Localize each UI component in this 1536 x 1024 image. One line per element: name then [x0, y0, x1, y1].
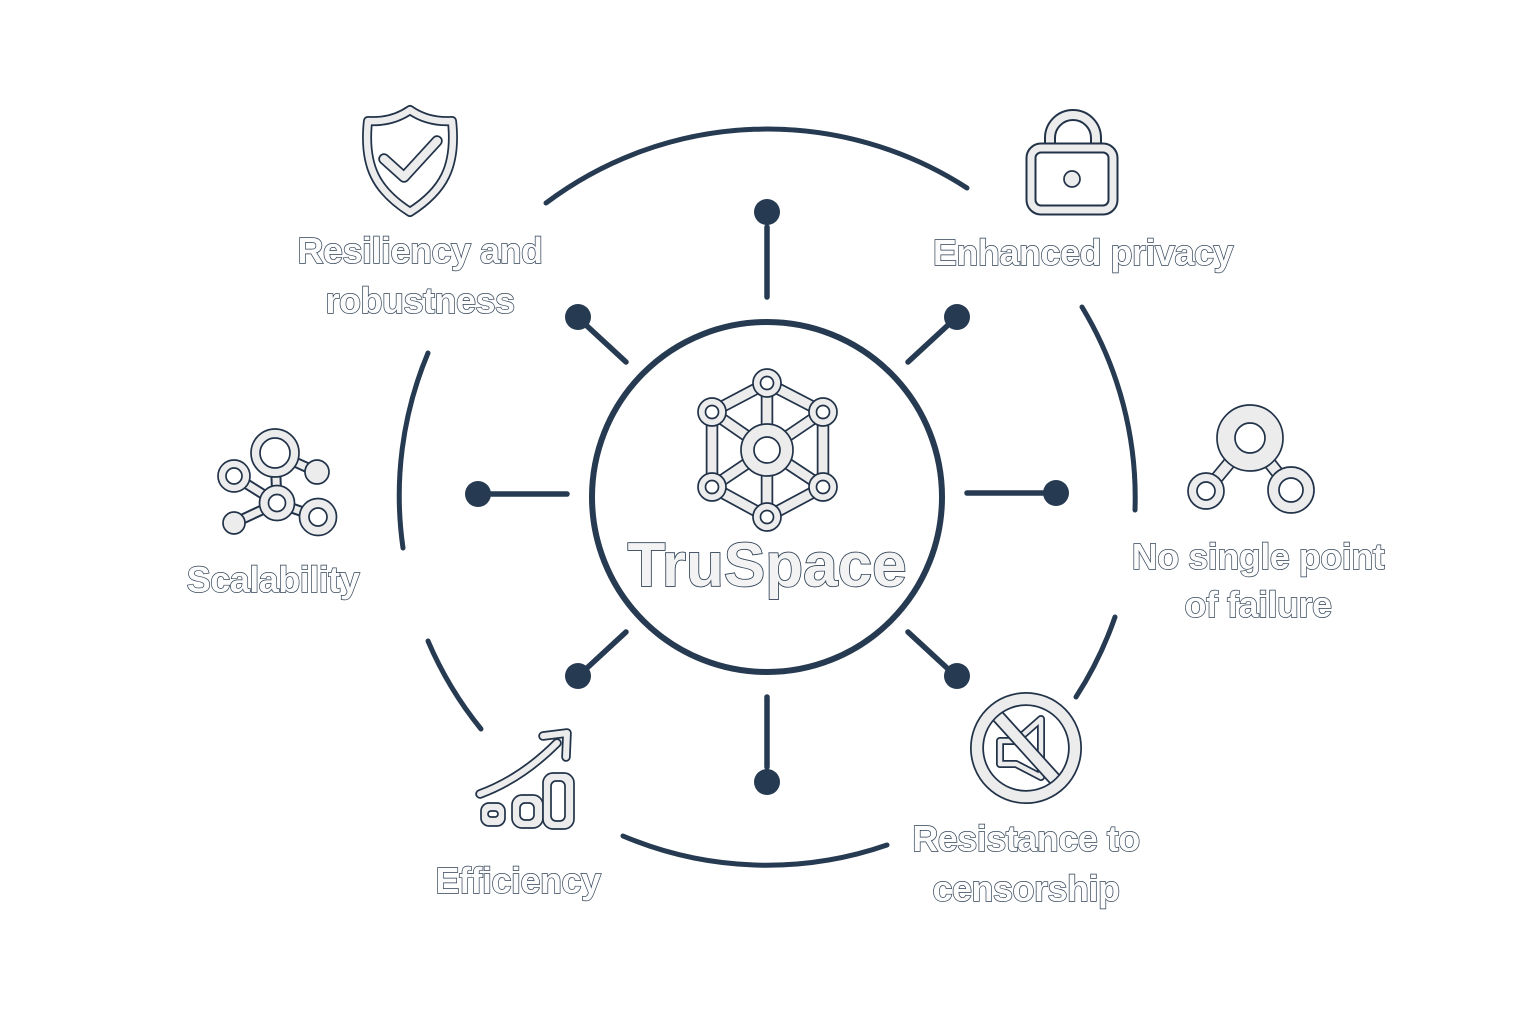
- outer-arc-upper-right: [1079, 304, 1138, 513]
- spoke-southwest: [584, 629, 629, 671]
- prohibit-ring: [971, 693, 1081, 803]
- label-no-spof-line1: No single point: [1132, 536, 1385, 577]
- padlock-icon: [1031, 115, 1113, 210]
- molecule-nodes: [217, 428, 338, 537]
- label-privacy-line1: Enhanced privacy: [933, 232, 1234, 273]
- center-title: TruSpace: [627, 531, 906, 600]
- outer-ring: [396, 126, 1138, 868]
- label-scalability-line1: Scalability: [187, 559, 360, 600]
- outer-arc-top: [543, 126, 970, 206]
- spoke-northwest: [584, 323, 629, 365]
- growth-chart-icon: [480, 733, 575, 830]
- outer-arc-lower-left: [425, 638, 484, 732]
- connected-nodes-icon: [1187, 404, 1315, 514]
- nodes-circles: [1187, 404, 1315, 514]
- spoke-southeast: [905, 629, 950, 671]
- outer-arc-upper-left: [396, 350, 431, 551]
- hexagon-nodes: [697, 368, 838, 532]
- label-resiliency-line2: robustness: [325, 280, 514, 321]
- hexagon-network-icon: [697, 368, 838, 532]
- molecule-network-icon: [217, 428, 338, 537]
- lock-keyhole: [1063, 170, 1081, 188]
- dot-west: [465, 481, 491, 507]
- spoke-dots: [465, 199, 1069, 795]
- outer-arc-lower-right: [1073, 614, 1118, 700]
- label-resiliency-line1: Resiliency and: [297, 230, 542, 271]
- chart-bars: [480, 772, 575, 830]
- muted-speaker-icon: [970, 692, 1082, 804]
- spoke-northeast: [905, 323, 950, 365]
- outer-arc-bottom: [620, 833, 890, 868]
- label-no-spof-line2: of failure: [1184, 584, 1331, 625]
- shield-check-icon: [367, 110, 453, 212]
- dot-southwest: [565, 663, 591, 689]
- spoke-lines: [486, 224, 1048, 770]
- dot-south: [754, 769, 780, 795]
- dot-northwest: [565, 304, 591, 330]
- label-efficiency-line1: Efficiency: [435, 860, 601, 901]
- label-censorship-line1: Resistance to: [912, 818, 1140, 859]
- label-censorship-line2: censorship: [932, 868, 1119, 909]
- dot-northeast: [944, 304, 970, 330]
- dot-southeast: [944, 663, 970, 689]
- dot-east: [1043, 480, 1069, 506]
- dot-north: [754, 199, 780, 225]
